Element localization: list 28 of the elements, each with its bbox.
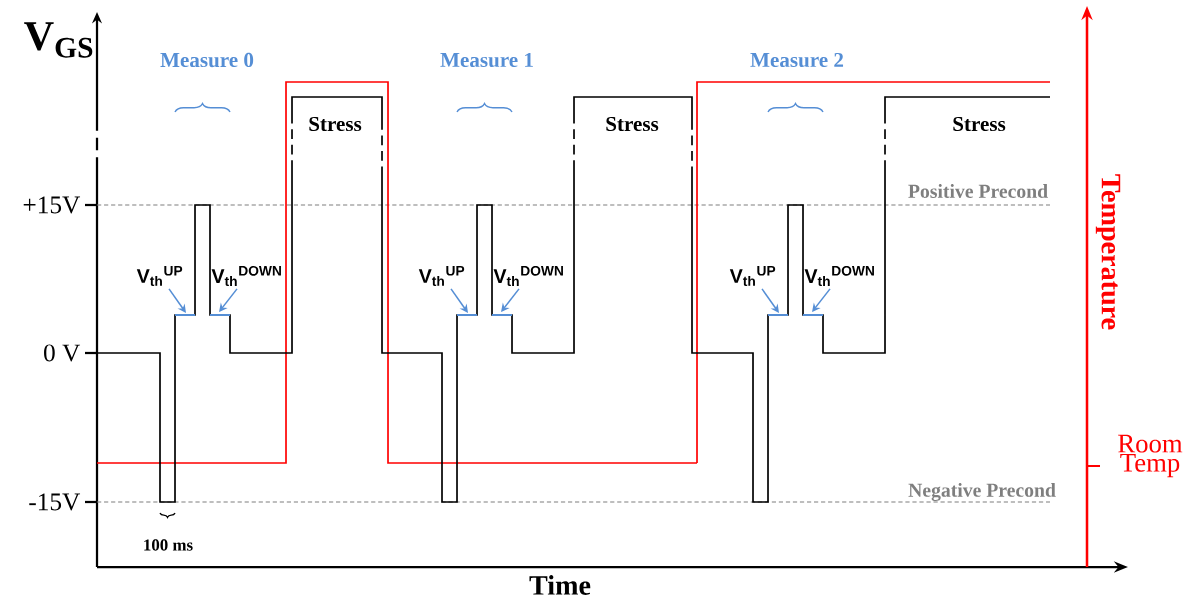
leader-arrow [219,288,238,312]
tick-label: -15V [29,493,81,511]
leader-arrow [168,288,186,313]
phase-label: Measure 0 [160,52,254,68]
phase-label: Stress [953,116,1006,132]
leader-arrow [501,288,520,312]
phase-label: Measure 2 [750,52,844,68]
phase-label: Stress [309,116,362,132]
tick-label: 0 V [44,344,81,362]
axis-label: Time [529,575,591,595]
phase-label: Measure 1 [440,52,533,68]
level-label: Negative Precond [908,483,1056,501]
tick-label: Room Temp [1118,434,1183,478]
leader-arrow [450,288,468,313]
axis-label: V$_{GS}$ [24,22,93,58]
duration-label: 100 ms [144,539,193,551]
axis-label: Temperature [1095,174,1121,330]
threshold-label: V$_{th}$DOWN [493,265,563,287]
threshold-label: V$_{th}$DOWN [211,265,281,287]
leader-arrow [761,288,779,313]
tick-label: +15V [23,196,81,214]
level-label: Positive Precond [908,184,1048,198]
threshold-label: V$_{th}$UP [418,266,465,286]
threshold-label: V$_{th}$DOWN [804,265,874,287]
threshold-label: V$_{th}$UP [729,266,776,286]
leader-arrow [812,288,831,312]
threshold-label: V$_{th}$UP [136,266,183,286]
phase-label: Stress [606,116,659,132]
